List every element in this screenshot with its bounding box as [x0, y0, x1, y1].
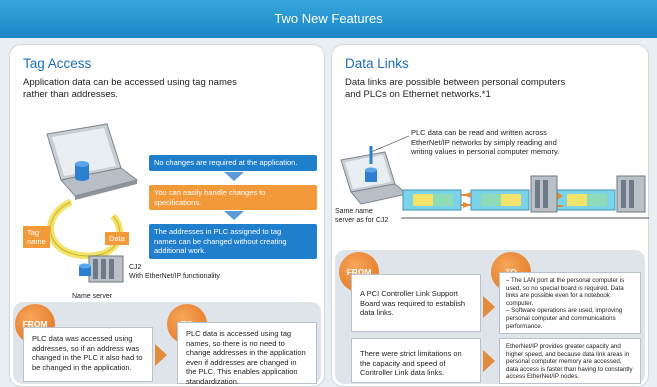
callout-line: writing values in personal computer memo…	[411, 147, 560, 156]
subtitle-line: rather than addresses.	[23, 89, 119, 100]
cycle-arrow-icon	[47, 198, 124, 260]
from-text-2: There were strict limitations on the cap…	[351, 338, 481, 383]
memory-block-icon	[470, 189, 530, 211]
callout-text: PLC data can be read and written across …	[411, 128, 559, 157]
tag-name-label: Tag name	[23, 226, 50, 248]
step-line: The addresses in PLC assigned to tag	[154, 227, 282, 236]
from-to-arrow-icon	[483, 350, 495, 372]
name-server-label: Name server	[72, 293, 113, 300]
panel-subtitle: Data links are possible between personal…	[345, 77, 565, 101]
step-down-arrow-icon	[224, 172, 244, 181]
from-to-arrow-icon	[155, 344, 167, 366]
plc-icon	[616, 175, 646, 213]
laptop-icon	[46, 123, 139, 200]
step-line: additional work.	[154, 246, 207, 255]
cj2-line: CJ2	[129, 264, 142, 271]
step-line: specifications.	[154, 197, 202, 207]
step-line: You can easily handle changes to	[154, 188, 266, 197]
cj2-label: CJ2 With EtherNet/IP functionality	[129, 264, 220, 281]
data-label: Data	[105, 232, 129, 245]
tag-label-line: name	[27, 237, 46, 246]
step-address-changes: The addresses in PLC assigned to tag nam…	[149, 224, 317, 259]
callout-line: PLC data can be read and written across	[411, 128, 547, 137]
from-text-1: A PCI Controller Link Support Board was …	[351, 274, 481, 332]
cj2-line: With EtherNet/IP functionality	[129, 272, 220, 280]
to-text: PLC data is accessed using tag names, so…	[177, 322, 317, 386]
step-no-changes: No changes are required at the applicati…	[149, 155, 317, 171]
panel-title: Tag Access	[23, 56, 92, 71]
header-title: Two New Features	[274, 11, 383, 26]
database-icon	[75, 161, 89, 181]
from-text: PLC data was accessed using addresses, s…	[23, 327, 153, 382]
memory-block-icon	[556, 189, 616, 211]
plc-icon	[530, 175, 558, 213]
memory-block-icon	[402, 189, 462, 211]
to-text-1: – The LAN port at the personal computer …	[499, 272, 641, 334]
plc-icon	[79, 255, 124, 283]
same-name-line: server as for CJ2	[335, 216, 389, 224]
subtitle-line: Data links are possible between personal…	[345, 77, 566, 88]
to-text-2: EtherNet/IP provides greater capacity an…	[499, 338, 641, 384]
subtitle-line: Application data can be accessed using t…	[23, 77, 237, 88]
header-bar: Two New Features	[0, 0, 657, 38]
same-name-line: Same name	[335, 208, 373, 215]
callout-line: EtherNet/IP networks by simply reading a…	[411, 137, 557, 147]
data-links-illustration	[340, 135, 649, 219]
laptop-icon	[340, 146, 409, 205]
same-name-server-label: Same name server as for CJ2	[335, 208, 388, 225]
step-easy-changes: You can easily handle changes to specifi…	[149, 185, 317, 210]
subtitle-line: and PLCs on Ethernet networks.*1	[345, 89, 491, 100]
panel-subtitle: Application data can be accessed using t…	[23, 77, 237, 101]
tag-access-panel: Tag Access Application data can be acces…	[9, 44, 325, 387]
step-line: names can be changed without creating	[154, 236, 287, 246]
from-to-arrow-icon	[483, 296, 495, 318]
data-links-panel: Data Links Data links are possible betwe…	[331, 44, 649, 387]
step-down-arrow-icon	[224, 211, 244, 220]
panel-title: Data Links	[345, 56, 409, 71]
tag-label-line: Tag	[27, 228, 40, 237]
